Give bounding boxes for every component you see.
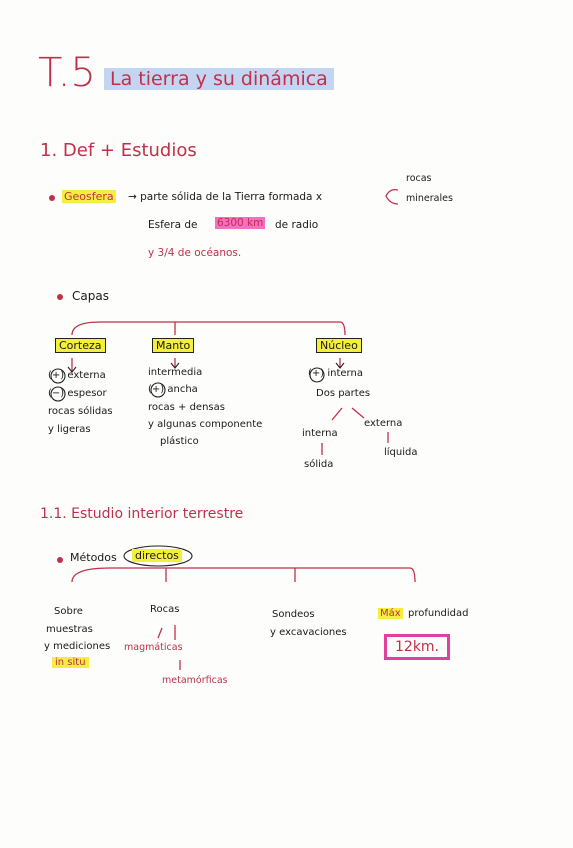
corteza-l1: (+) externa	[48, 370, 106, 381]
metodo-1-l4: in situ	[52, 657, 89, 668]
manto-l4: y algunas componente	[148, 419, 263, 430]
branch-rocas: rocas	[406, 173, 432, 184]
nucleo-liquida: líquida	[384, 447, 418, 458]
bullet	[49, 195, 55, 201]
metodo-1-l2: muestras	[46, 624, 93, 635]
geosfera-definition: → parte sólida de la Tierra formada x	[128, 191, 323, 203]
nucleo-solida: sólida	[304, 459, 334, 470]
bullet	[57, 557, 63, 563]
geosfera-line3: y 3/4 de océanos.	[148, 247, 242, 259]
corteza-l3: rocas sólidas	[48, 406, 113, 417]
capa-corteza-title: Corteza	[55, 338, 106, 353]
capas-label: Capas	[72, 289, 109, 303]
metodo-1-l3: y mediciones	[44, 641, 111, 652]
nucleo-interna: interna	[302, 428, 338, 439]
bullet	[57, 294, 63, 300]
manto-l1: intermedia	[148, 367, 203, 378]
geosfera-line2-pre: Esfera de	[148, 219, 198, 231]
metodo-3-l1: Sondeos	[272, 609, 315, 620]
metodos-label: Métodos	[70, 551, 117, 564]
nucleo-l1: (+) interna	[308, 368, 363, 379]
metodo-2-l1: Rocas	[150, 604, 180, 615]
metodo-3-l2: y excavaciones	[270, 627, 347, 638]
manto-l2: (+) ancha	[148, 384, 198, 395]
metodo-2-l3: metamórficas	[162, 675, 228, 686]
page-title: La tierra y su dinámica	[104, 68, 334, 90]
capa-manto-title: Manto	[152, 338, 195, 353]
manto-l5: plástico	[160, 436, 199, 447]
corteza-l2: (−) espesor	[48, 388, 107, 399]
nucleo-l2: Dos partes	[316, 388, 371, 399]
geosfera-radius: 6300 km	[215, 217, 266, 229]
corteza-l4: y ligeras	[48, 424, 91, 435]
metodos-type: directos	[132, 549, 182, 562]
geosfera-term: Geosfera	[62, 190, 116, 203]
title-number: T.5	[38, 50, 96, 96]
geosfera-line2-post: de radio	[275, 219, 319, 231]
section-1-heading: 1. Def + Estudios	[40, 140, 197, 161]
branch-minerales: minerales	[406, 193, 453, 204]
manto-l3: rocas + densas	[148, 402, 225, 413]
max-depth-value: 12km.	[384, 634, 451, 660]
section-1-1-heading: 1.1. Estudio interior terrestre	[40, 506, 244, 522]
metodo-4-l1: profundidad	[408, 608, 469, 619]
nucleo-externa: externa	[364, 418, 403, 429]
capa-nucleo-title: Núcleo	[316, 338, 362, 353]
metodo-1-l1: Sobre	[54, 606, 83, 617]
metodo-2-l2: magmáticas	[124, 642, 183, 653]
metodo-4-hl: Máx	[378, 608, 403, 619]
